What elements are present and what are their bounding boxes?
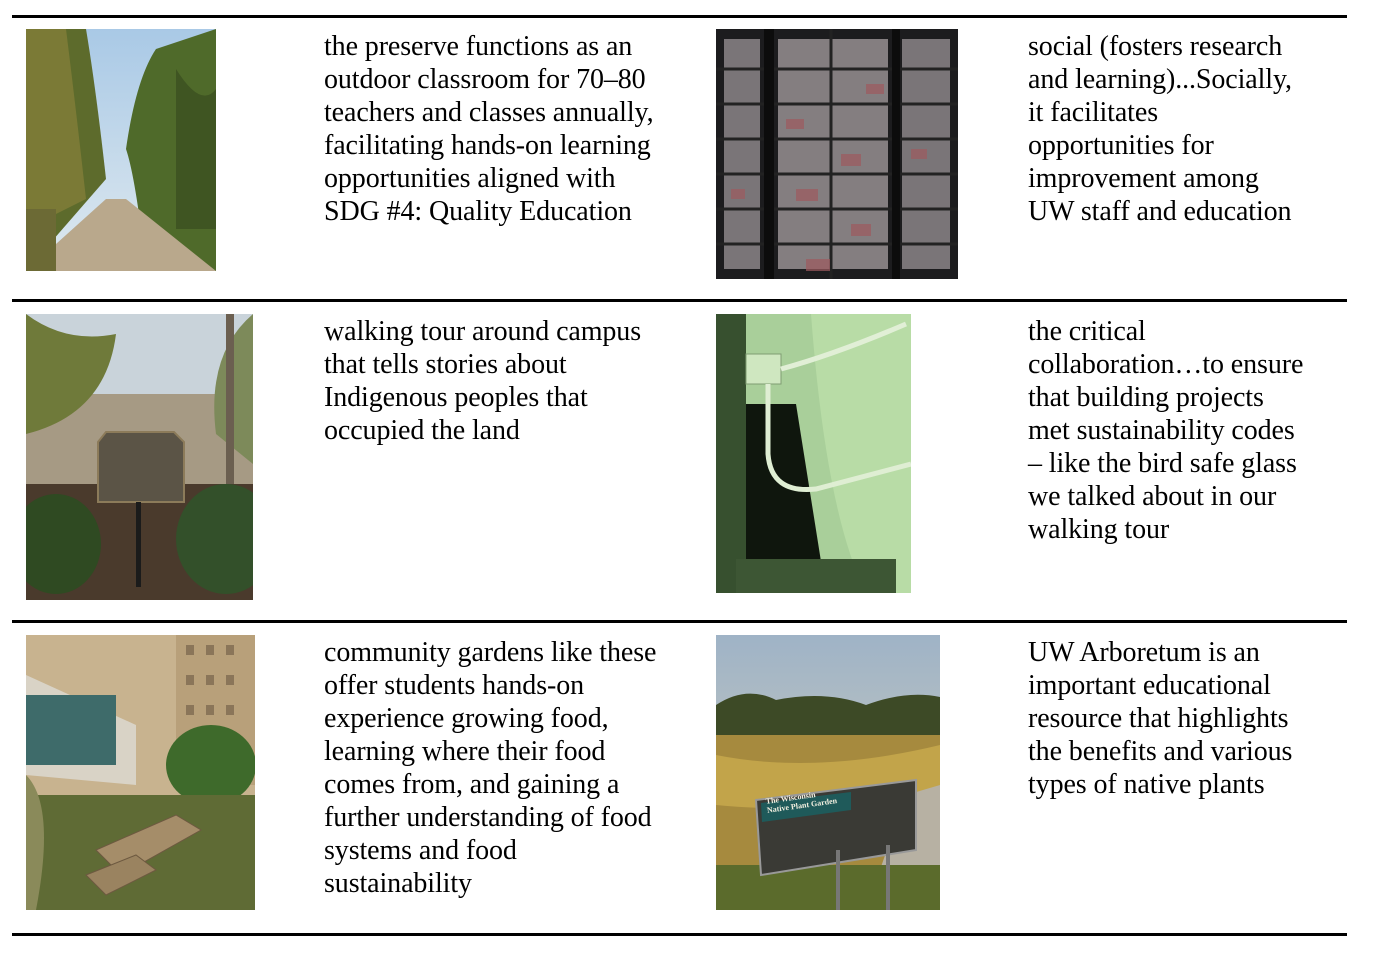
row1-right-text: social (fosters research and learning)..… [1028, 31, 1292, 227]
photo-native-plant-garden-sign: The Wisconsin Native Plant Garden [716, 635, 940, 910]
row1-left-text: the preserve functions as an outdoor cla… [324, 31, 654, 227]
table-bottom-rule [12, 933, 1347, 936]
row-divider [12, 620, 1347, 623]
table-top-rule [12, 15, 1347, 18]
row2-right-text: the critical collaboration…to ensure tha… [1028, 316, 1304, 545]
row3-right-text: UW Arboretum is an important educational… [1028, 637, 1293, 800]
photo-tree-path [26, 29, 216, 271]
row2-left-text: walking tour around campus that tells st… [324, 316, 641, 446]
row-divider [12, 299, 1347, 302]
photo-specimen-cabinet [716, 29, 958, 279]
photo-community-garden [26, 635, 255, 910]
row3-left-text: community gardens like these offer stude… [324, 637, 657, 899]
photo-green-wall-pipe [716, 314, 911, 593]
photo-historical-marker [26, 314, 253, 600]
